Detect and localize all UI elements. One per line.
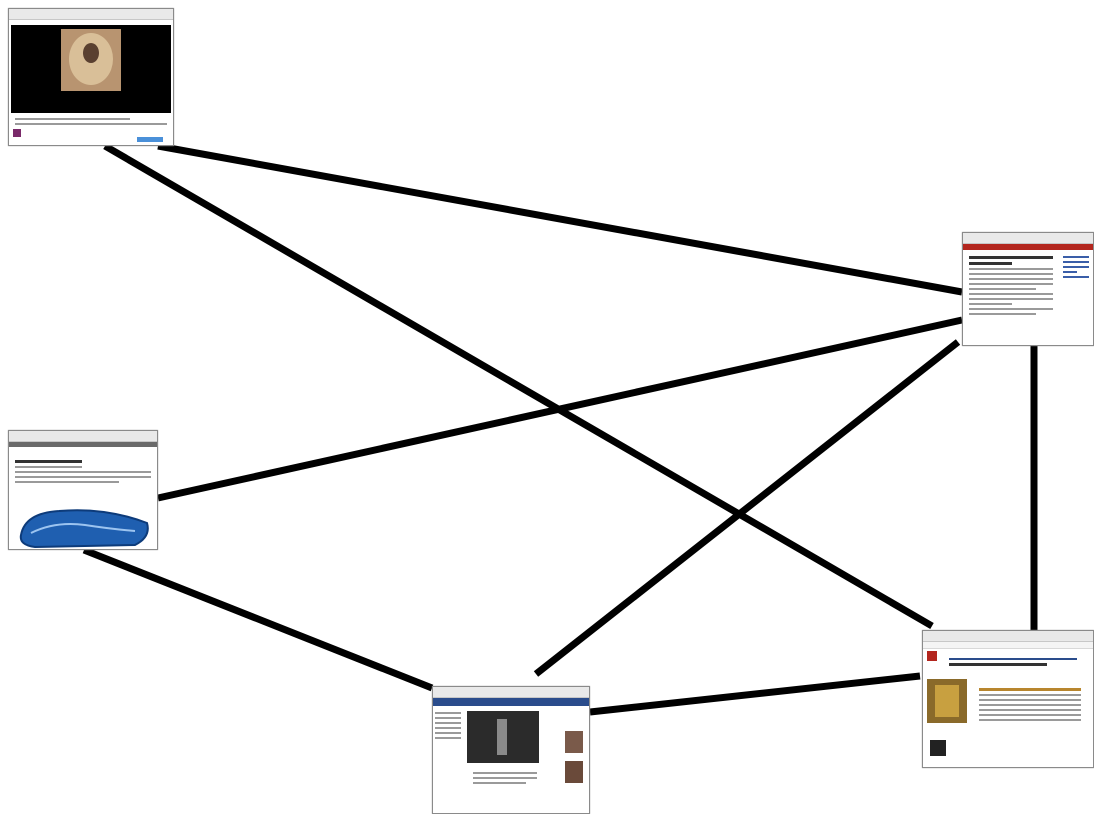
browser-toolbar	[963, 233, 1093, 244]
browser-toolbar	[433, 687, 589, 698]
hero-image	[467, 711, 539, 763]
profile-photo-1	[565, 731, 583, 753]
edge-a-e	[103, 142, 934, 630]
screenshot-node-blog-page[interactable]	[8, 430, 158, 550]
profile-photo-2	[565, 761, 583, 783]
edge-a-b	[157, 142, 963, 296]
data-table	[973, 685, 1087, 724]
subscribe-button[interactable]	[137, 137, 163, 142]
edge-c-b	[157, 316, 963, 502]
video-player	[11, 25, 171, 113]
edge-d-b	[533, 339, 961, 677]
browser-toolbar	[9, 9, 173, 20]
site-header-bar	[9, 442, 157, 447]
screenshot-node-video-page[interactable]	[8, 8, 174, 146]
browser-toolbar	[9, 431, 157, 442]
screenshot-node-article-page[interactable]	[962, 232, 1094, 346]
screenshot-node-catalog-page[interactable]	[922, 630, 1094, 768]
channel-avatar	[13, 129, 21, 137]
site-logo	[927, 651, 937, 661]
artwork-image	[927, 679, 967, 723]
site-header-bar	[963, 244, 1093, 250]
browser-toolbar	[923, 631, 1093, 642]
edge-d-e	[589, 672, 921, 716]
portrait-photo	[61, 29, 121, 91]
edge-c-d	[82, 546, 434, 692]
sidebar	[1061, 253, 1091, 333]
left-nav-column	[433, 709, 463, 742]
qr-code	[927, 737, 949, 759]
screenshot-node-news-portal[interactable]	[432, 686, 590, 814]
blue-figure-image	[19, 509, 149, 549]
site-header-bar	[433, 698, 589, 706]
